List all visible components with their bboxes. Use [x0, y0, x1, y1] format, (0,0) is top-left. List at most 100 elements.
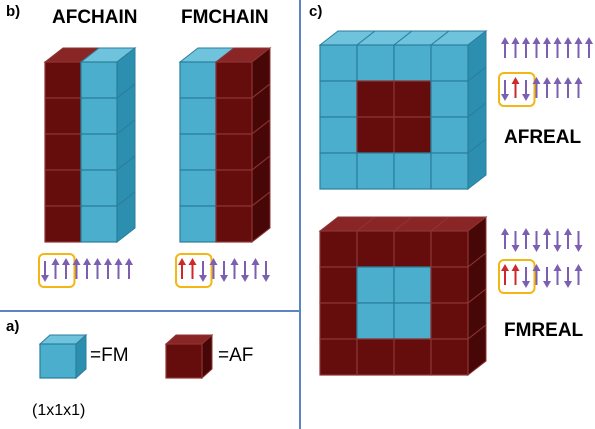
spin-down-arrow [522, 80, 530, 101]
spin-down-arrow [501, 80, 509, 101]
lattice-cell [319, 302, 358, 340]
spin-up-arrow [511, 77, 520, 98]
lattice-cell [215, 205, 253, 243]
spin-up-arrow [532, 37, 541, 58]
spin-up-arrow [230, 258, 239, 279]
lattice-cell [393, 152, 432, 190]
spin-up-arrow [125, 258, 133, 279]
legend-fm-cube [38, 333, 88, 380]
lattice-cell [356, 116, 395, 154]
lattice-cell [430, 116, 469, 154]
spin-up-arrow [114, 258, 123, 279]
spin-up-arrow [532, 264, 541, 285]
spin-up-arrow [574, 37, 583, 58]
lattice-cell [319, 152, 358, 190]
spin-up-arrow [553, 77, 562, 98]
spin-up-arrow [501, 264, 509, 285]
lattice-cell [44, 61, 82, 99]
spin-arrows [38, 37, 593, 294]
spin-down-arrow [41, 261, 49, 282]
spin-up-arrow [564, 37, 572, 58]
spin-up-arrow [564, 77, 572, 98]
spin-up-arrow [51, 258, 60, 279]
lattice-cell [44, 97, 82, 135]
cube-structures [38, 29, 488, 380]
lattice-cell [430, 266, 469, 304]
panel-label-a: a) [6, 318, 20, 335]
legend-af-label: =AF [218, 345, 254, 366]
fmchain-block [178, 46, 272, 244]
spin-up-arrow [209, 258, 218, 279]
lattice-cell [430, 44, 469, 82]
lattice-cell [215, 61, 253, 99]
fmchain-spin-row [175, 253, 213, 288]
legend-fm-label: =FM [90, 345, 129, 366]
lattice-cell [39, 343, 77, 379]
fmreal-block [318, 215, 488, 377]
lattice-cell [393, 230, 432, 268]
spin-down-arrow [241, 261, 249, 282]
afchain-spin-row [38, 253, 76, 288]
spin-down-arrow [532, 231, 541, 252]
highlight-box [498, 72, 536, 107]
spin-down-arrow [199, 261, 207, 282]
lattice-cell [80, 169, 118, 207]
lattice-cell [319, 230, 358, 268]
spin-up-arrow [104, 258, 112, 279]
lattice-cell [80, 61, 118, 99]
unit-cell-label: (1x1x1) [32, 402, 86, 419]
lattice-cell [179, 61, 217, 99]
panel-label-b: b) [6, 3, 21, 20]
lattice-cell [356, 152, 395, 190]
lattice-cell [319, 266, 358, 304]
lattice-cell [319, 80, 358, 118]
lattice-cell [319, 44, 358, 82]
spin-up-arrow [553, 37, 562, 58]
lattice-cell [80, 97, 118, 135]
lattice-cell [44, 133, 82, 171]
lattice-cell [430, 152, 469, 190]
lattice-cell [430, 230, 469, 268]
lattice-cell [215, 97, 253, 135]
panel-label-c: c) [309, 3, 323, 20]
lattice-cell [80, 133, 118, 171]
lattice-cell [356, 44, 395, 82]
lattice-cell [179, 97, 217, 135]
panel-dividers [0, 0, 301, 429]
spin-up-arrow [574, 77, 583, 98]
fmreal-spin-row-2 [498, 259, 536, 294]
lattice-cell [319, 116, 358, 154]
spin-up-arrow [62, 258, 70, 279]
lattice-cell [393, 80, 432, 118]
lattice-cell [430, 80, 469, 118]
lattice-cell [430, 338, 469, 376]
lattice-cell [356, 266, 395, 304]
fmreal-title: FMREAL [504, 320, 584, 341]
lattice-cell [44, 169, 82, 207]
lattice-cell [215, 169, 253, 207]
lattice-cell [393, 338, 432, 376]
lattice-cell [393, 266, 432, 304]
spin-up-arrow [543, 228, 551, 249]
spin-up-arrow [543, 37, 551, 58]
lattice-cell [165, 343, 203, 379]
spin-down-arrow [543, 267, 551, 288]
lattice-cell [430, 302, 469, 340]
afreal-block [318, 29, 488, 191]
fmchain-title: FMCHAIN [181, 7, 269, 28]
spin-up-arrow [93, 258, 102, 279]
spin-up-arrow [72, 258, 81, 279]
lattice-cell [44, 205, 82, 243]
lattice-cell [356, 338, 395, 376]
spin-up-arrow [511, 264, 520, 285]
highlight-box [38, 253, 76, 288]
lattice-cell [179, 205, 217, 243]
spin-down-arrow [574, 231, 583, 252]
lattice-cell [356, 230, 395, 268]
lattice-cell [393, 302, 432, 340]
spin-up-arrow [501, 228, 509, 249]
afreal-title: AFREAL [504, 127, 582, 148]
lattice-cell [393, 116, 432, 154]
spin-up-arrow [574, 264, 583, 285]
